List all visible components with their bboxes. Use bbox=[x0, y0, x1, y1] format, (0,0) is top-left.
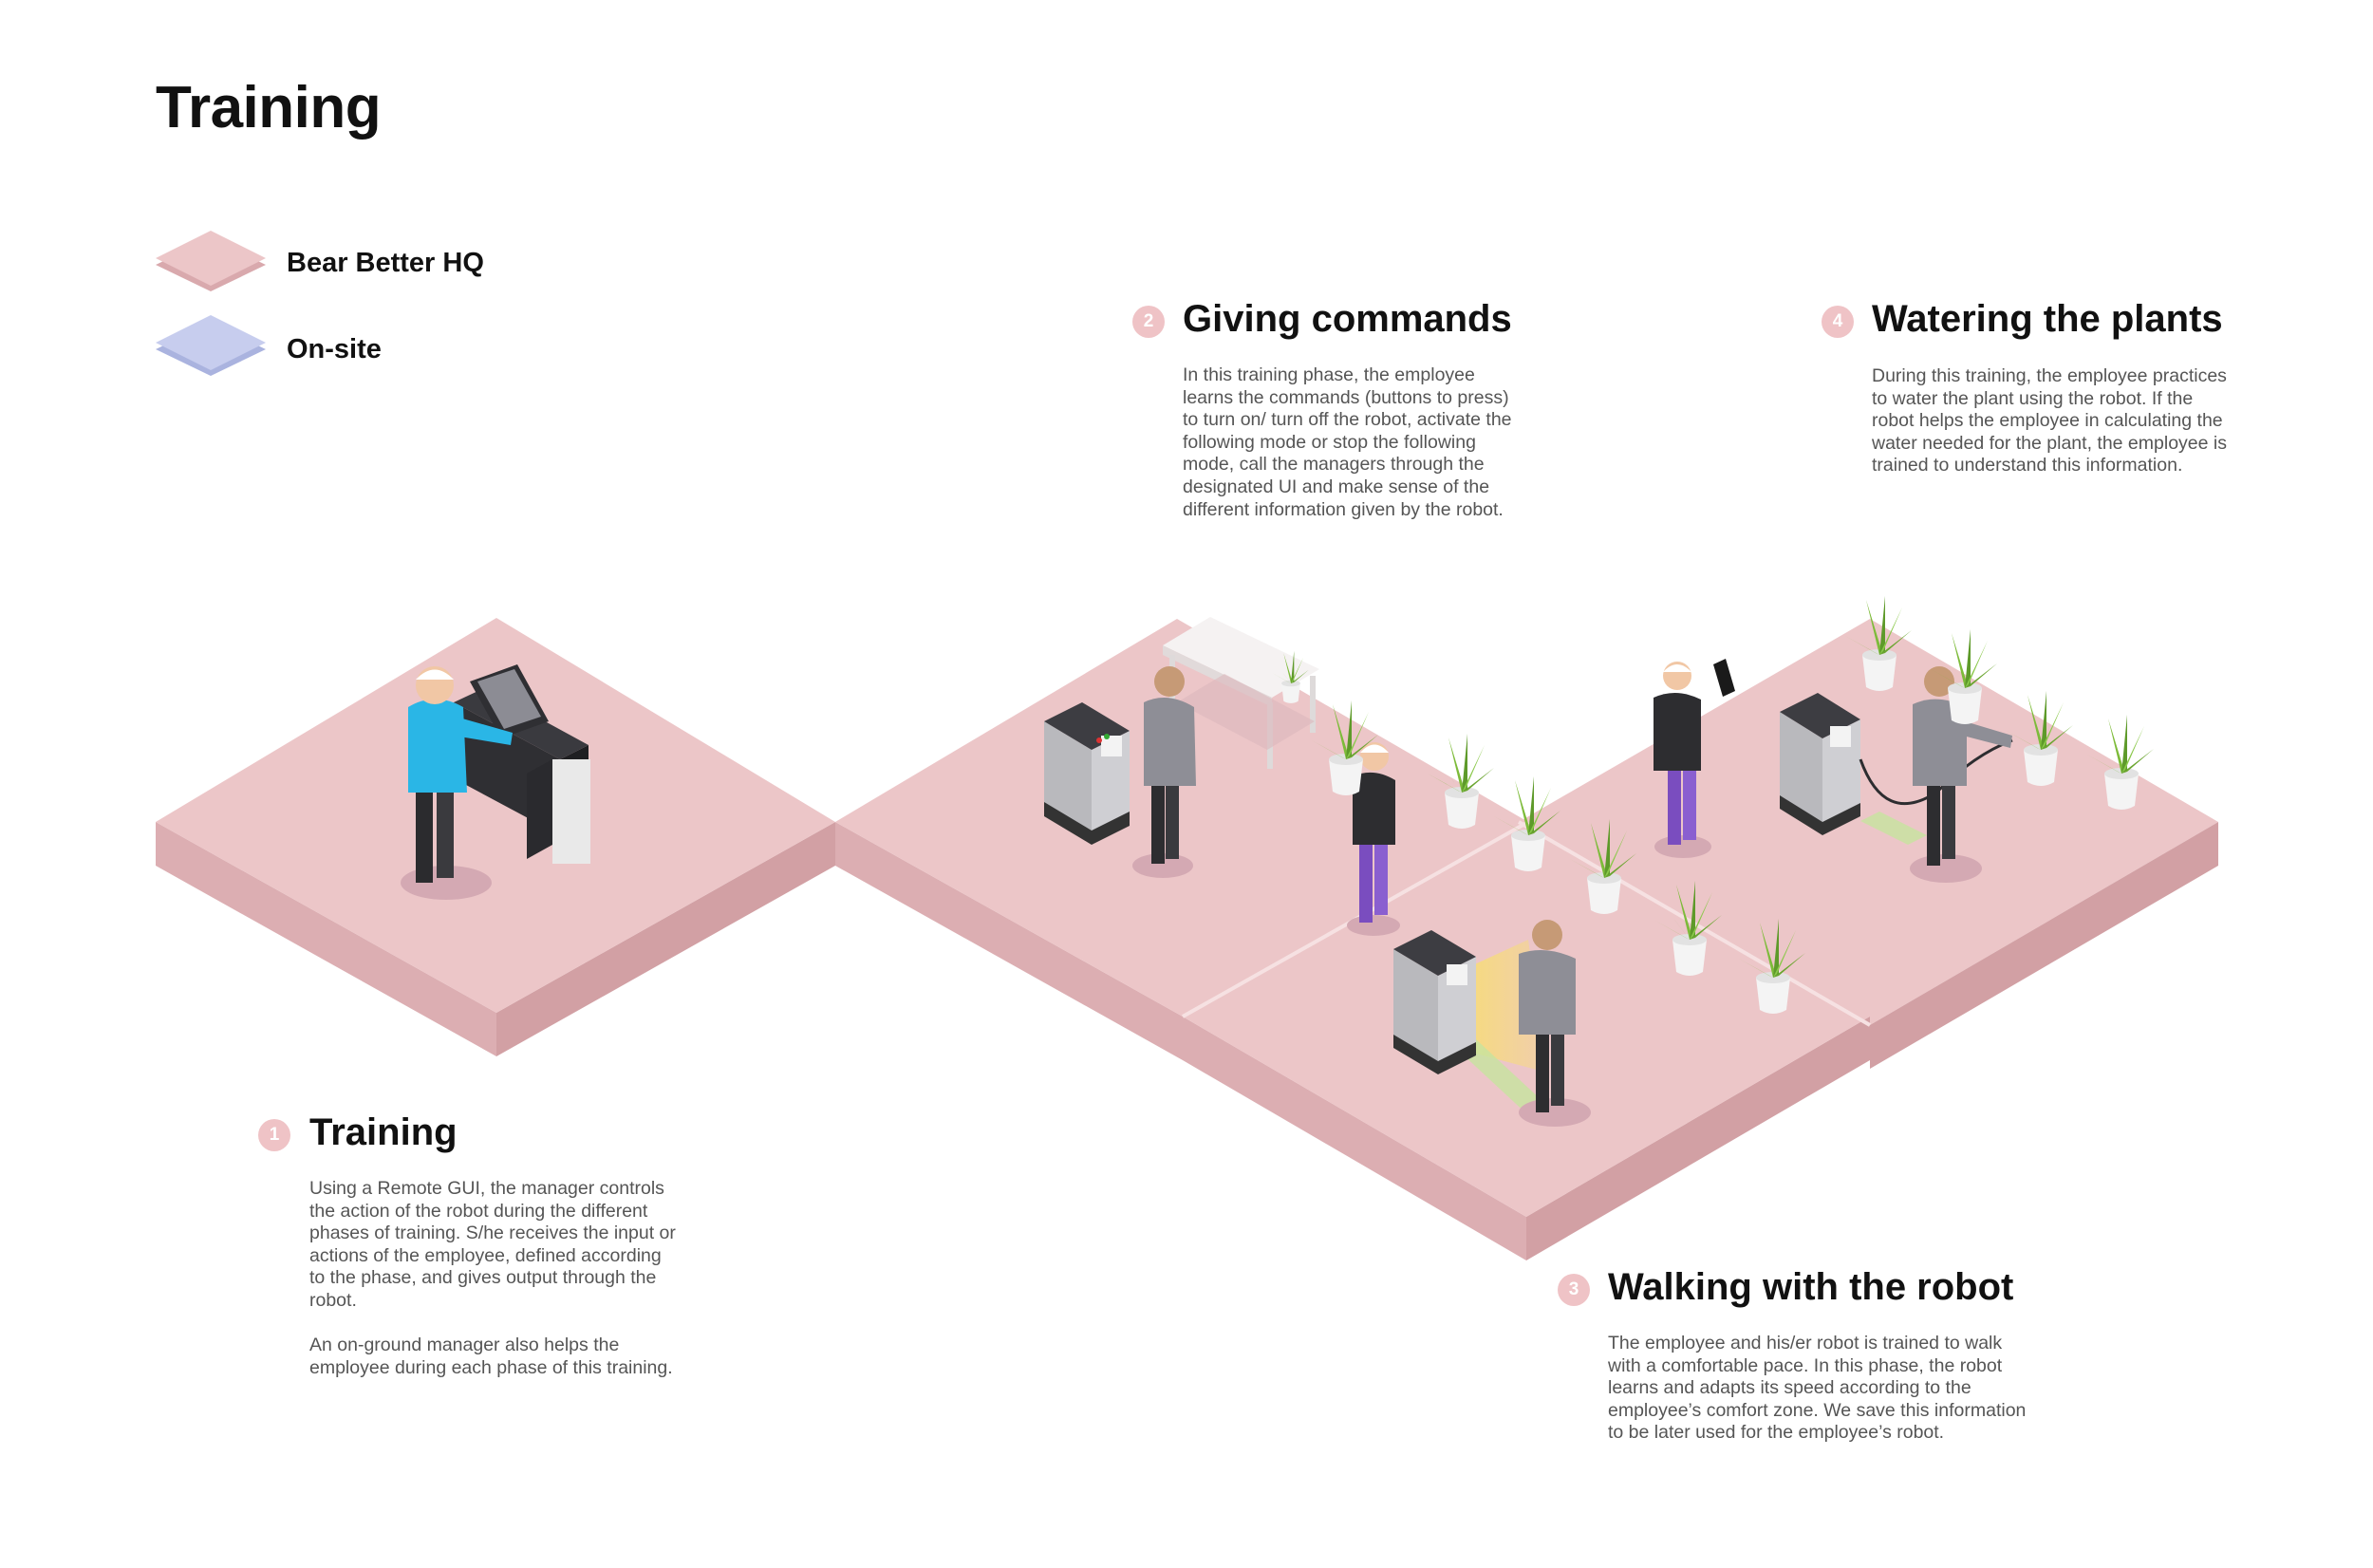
remote-gui-desk bbox=[454, 664, 590, 864]
robot-watering bbox=[1780, 693, 2013, 845]
step-paragraph: In this training phase, the employee lea… bbox=[1183, 364, 1512, 520]
legend-label-hq: Bear Better HQ bbox=[287, 248, 484, 278]
robot-commands bbox=[1044, 702, 1130, 845]
manager-figure bbox=[1654, 659, 1735, 858]
step-paragraph: During this training, the employee pract… bbox=[1872, 365, 2227, 476]
step-number-badge: 3 bbox=[1558, 1274, 1590, 1306]
step-description: The employee and his/er robot is trained… bbox=[1608, 1333, 2054, 1445]
step-title: Watering the plants bbox=[1872, 298, 2223, 340]
robot-walking bbox=[1393, 930, 1476, 1074]
legend-label-onsite: On-site bbox=[287, 334, 382, 364]
potted-plant bbox=[1570, 819, 1636, 914]
step-description: Using a Remote GUI, the manager controls… bbox=[309, 1178, 708, 1379]
potted-plant bbox=[2007, 691, 2073, 786]
page-title: Training bbox=[156, 75, 382, 140]
step-paragraph: The employee and his/er robot is trained… bbox=[1608, 1333, 2027, 1444]
manager-figure bbox=[401, 666, 513, 900]
employee-figure bbox=[1132, 666, 1196, 878]
plants bbox=[1272, 596, 2154, 1014]
step-number-badge: 1 bbox=[258, 1119, 290, 1151]
potted-plant bbox=[1312, 700, 1378, 795]
step-description: During this training, the employee pract… bbox=[1872, 365, 2261, 477]
step-paragraph: Using a Remote GUI, the manager controls… bbox=[309, 1178, 676, 1311]
potted-plant bbox=[1845, 596, 1912, 691]
step-number-badge: 2 bbox=[1132, 306, 1165, 338]
employee-figure bbox=[1347, 742, 1400, 936]
step-number-badge: 4 bbox=[1822, 306, 1854, 338]
step-title: Training bbox=[309, 1111, 458, 1153]
tile-giving-commands bbox=[835, 619, 1528, 1060]
potted-plant bbox=[1655, 881, 1722, 976]
step-description: In this training phase, the employee lea… bbox=[1183, 364, 1543, 521]
legend-swatch-onsite bbox=[156, 315, 266, 376]
potted-plant bbox=[2087, 715, 2154, 810]
potted-plant bbox=[1739, 919, 1805, 1014]
legend-swatch-hq bbox=[156, 231, 266, 291]
step-title: Walking with the robot bbox=[1608, 1266, 2014, 1308]
potted-plant bbox=[1931, 629, 1997, 724]
step-title: Giving commands bbox=[1183, 298, 1512, 340]
potted-plant bbox=[1494, 776, 1560, 871]
step-paragraph: An on-ground manager also helps the empl… bbox=[309, 1335, 673, 1378]
employee-figure bbox=[1519, 920, 1591, 1127]
potted-plant bbox=[1428, 734, 1494, 829]
tile-training bbox=[156, 618, 835, 1056]
